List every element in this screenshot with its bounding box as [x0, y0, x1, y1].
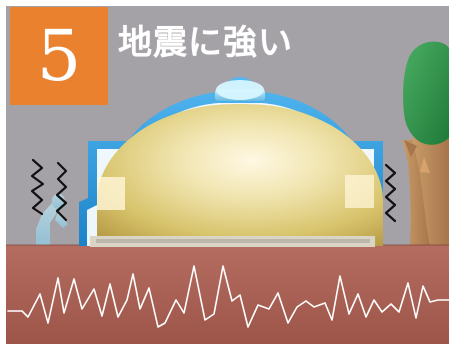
- number-badge-background: [10, 7, 108, 105]
- ground-layer: [6, 245, 449, 344]
- tree-icon: [402, 41, 449, 245]
- feature-title: 地震に強い: [118, 23, 293, 63]
- dome-house-icon: [79, 77, 383, 247]
- seismic-waveform-icon: [7, 265, 450, 328]
- feature-number-badge: 5: [36, 15, 82, 97]
- left-vibration-lines-icon: [30, 158, 68, 222]
